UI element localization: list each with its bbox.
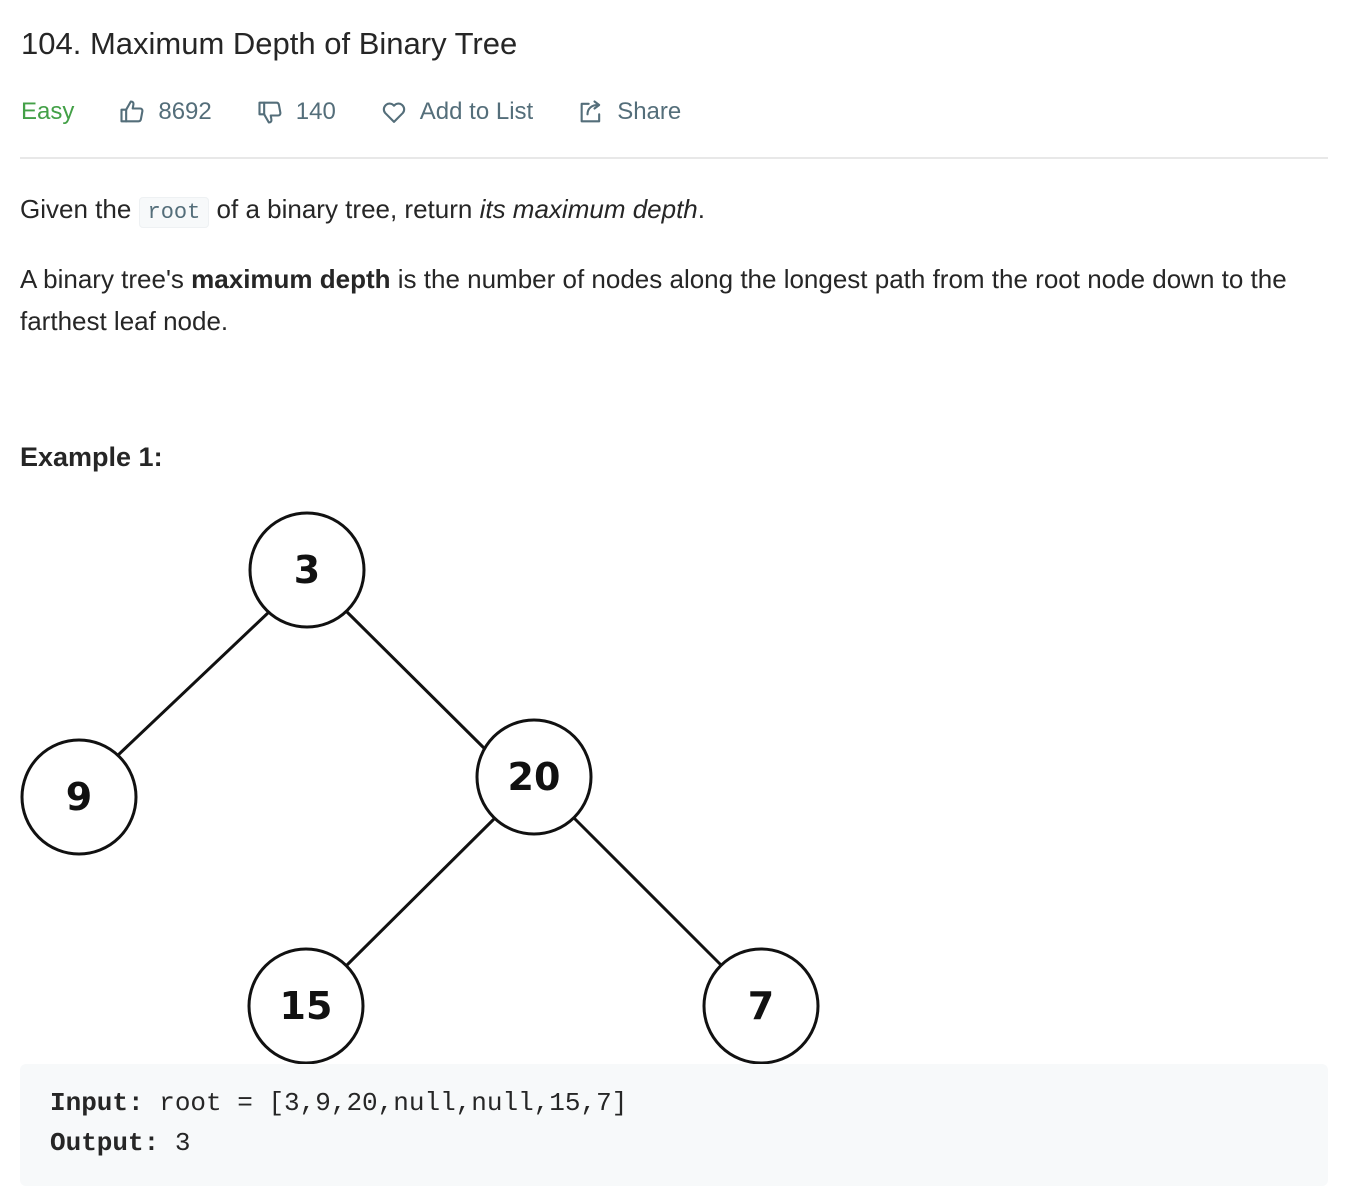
input-value: root = [3,9,20,null,null,15,7] [143, 1088, 628, 1118]
tree-node-label: 7 [748, 984, 774, 1028]
tree-node-label: 3 [294, 548, 320, 592]
tree-node [247, 947, 365, 1065]
like-button[interactable]: 8692 [118, 98, 212, 126]
add-to-list-label: Add to List [419, 98, 534, 125]
example-io-block: Input: root = [3,9,20,null,null,15,7] Ou… [20, 1064, 1328, 1186]
description-text: Given the [20, 194, 139, 224]
example-input-line: Input: root = [3,9,20,null,null,15,7] [50, 1088, 627, 1118]
example-1-heading: Example 1: [20, 442, 163, 472]
output-label: Output: [50, 1128, 160, 1158]
dislike-count: 140 [295, 98, 336, 125]
emphasis-text: its maximum depth [479, 194, 698, 224]
thumbs-up-icon [118, 98, 146, 126]
share-icon [577, 98, 605, 126]
dislike-button[interactable]: 140 [256, 98, 336, 126]
header-divider [20, 157, 1328, 159]
example-tree-diagram: 3 9 20 15 7 [20, 511, 820, 1065]
tree-node-label: 9 [66, 775, 92, 819]
tree-node [248, 511, 366, 629]
tree-node-label: 20 [508, 755, 561, 799]
inline-code-root: root [138, 197, 210, 228]
tree-node [475, 718, 593, 836]
tree-edge [344, 609, 492, 756]
output-value: 3 [159, 1128, 191, 1158]
description-text: A binary tree's [20, 264, 192, 294]
description-text: is the number of nodes along the longest… [20, 264, 1287, 336]
description-paragraph-1: Given the root of a binary tree, return … [20, 188, 1330, 234]
input-label: Input: [50, 1088, 144, 1118]
tree-edge [571, 815, 725, 969]
add-to-list-button[interactable]: Add to List [380, 98, 533, 126]
share-label: Share [617, 98, 682, 125]
difficulty-badge: Easy [21, 98, 75, 125]
problem-meta-bar: Easy 8692 140 Add to List [21, 92, 725, 132]
tree-node [702, 947, 820, 1065]
example-output-line: Output: 3 [50, 1128, 190, 1158]
description-text: of a binary tree, return [209, 194, 480, 224]
tree-node-label: 15 [280, 984, 333, 1028]
tree-edge [343, 815, 498, 969]
share-button[interactable]: Share [577, 98, 681, 126]
bold-text: maximum depth [191, 264, 391, 294]
problem-title: 104. Maximum Depth of Binary Tree [21, 26, 518, 61]
heart-icon [380, 98, 408, 126]
description-paragraph-2: A binary tree's maximum depth is the num… [20, 258, 1330, 342]
thumbs-down-icon [256, 98, 284, 126]
tree-node [20, 738, 138, 856]
tree-edge [114, 609, 272, 759]
description-text: . [697, 194, 705, 224]
like-count: 8692 [158, 98, 212, 125]
